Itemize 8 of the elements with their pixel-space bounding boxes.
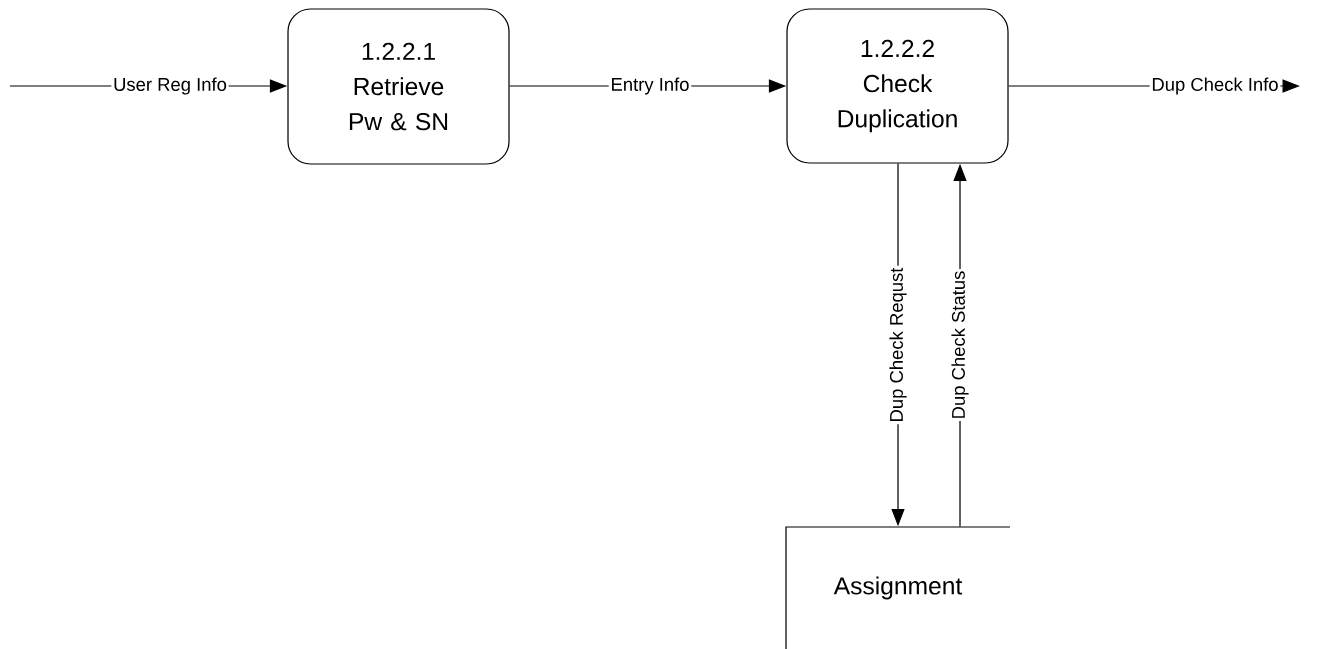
edge-label: Entry Info: [608, 75, 692, 97]
edge-label: Dup Check Info: [1149, 75, 1281, 97]
process-box: 1.2.2.2 Check Duplication: [786, 8, 1009, 164]
edge-label: Dup Check Requst: [887, 265, 909, 425]
edge-label: User Reg Info: [111, 75, 229, 97]
edge-label: Dup Check Status: [949, 268, 971, 422]
data-store: Assignment: [785, 526, 1011, 649]
process-box: 1.2.2.1 Retrieve Pw & SN: [287, 8, 510, 165]
